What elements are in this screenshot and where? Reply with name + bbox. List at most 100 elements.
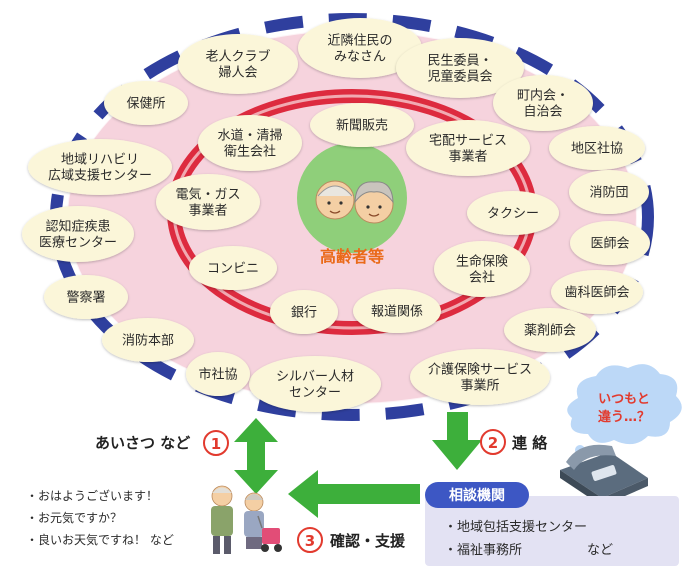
outer-ring-bubble bbox=[186, 352, 250, 396]
inner-ring-bubble bbox=[434, 241, 530, 297]
elderly-walking-icon bbox=[211, 485, 282, 554]
outer-ring-label: 地区社協 bbox=[571, 141, 623, 157]
outer-ring-node: 消防団 bbox=[569, 170, 649, 214]
outer-ring-node: 医師会 bbox=[570, 221, 650, 265]
outer-ring-bubble bbox=[22, 206, 134, 262]
outer-ring-bubble bbox=[569, 170, 649, 214]
speech-line-1: いつもと bbox=[598, 392, 650, 407]
double-arrow-icon bbox=[234, 418, 278, 494]
outer-ring-node: 民生委員・児童委員会 bbox=[396, 38, 524, 98]
outer-ring-label: センター bbox=[289, 386, 341, 401]
step3-number: 3 bbox=[305, 532, 315, 550]
outer-ring-node: 薬剤師会 bbox=[504, 308, 596, 352]
step2-label: 連 絡 bbox=[512, 434, 548, 452]
outer-ring-label: 老人クラブ bbox=[205, 49, 270, 65]
inner-ring-bubble bbox=[310, 103, 414, 147]
inner-ring-label: 新聞販売 bbox=[336, 118, 388, 134]
inner-ring-label: 事業者 bbox=[448, 149, 487, 165]
outer-ring-node: 市社協 bbox=[186, 352, 250, 396]
inner-ring-bubble bbox=[406, 120, 530, 176]
outer-ring-node: 町内会・自治会 bbox=[493, 75, 593, 131]
outer-ring-label: 警察署 bbox=[66, 290, 105, 306]
outer-ring-node: 消防本部 bbox=[102, 318, 194, 362]
inner-ring-label: 電気・ガス bbox=[175, 187, 240, 203]
consultation-title: 相談機関 bbox=[449, 487, 505, 504]
consultation-item-1: ・地域包括支援センター bbox=[444, 520, 587, 535]
inner-ring-bubble bbox=[189, 246, 277, 290]
inner-ring-label: 銀行 bbox=[291, 306, 317, 321]
down-arrow-icon bbox=[432, 412, 482, 470]
inner-ring-label: タクシー bbox=[487, 207, 539, 222]
outer-ring-bubble bbox=[178, 34, 298, 94]
consultation-badge bbox=[425, 482, 529, 508]
outer-ring-bubble bbox=[570, 221, 650, 265]
outer-ring-label: 町内会・ bbox=[517, 88, 569, 104]
inner-ring-node: 銀行 bbox=[270, 290, 338, 334]
outer-ring-label: 医療センター bbox=[39, 236, 117, 251]
greeting-3: ・良いお天気ですね！ など bbox=[26, 532, 174, 547]
outer-ring-label: 介護保険サービス bbox=[428, 362, 532, 378]
inner-ring-bubble bbox=[467, 191, 559, 235]
inner-ring-nodes: 新聞販売宅配サービス事業者タクシー生命保険会社報道関係銀行コンビニ電気・ガス事業… bbox=[156, 103, 559, 334]
step3-label: 確認・支援 bbox=[329, 532, 406, 550]
outer-ring-node: 歯科医師会 bbox=[551, 270, 643, 314]
outer-ring-label: 消防本部 bbox=[122, 333, 174, 349]
inner-ring-label: 衛生会社 bbox=[224, 144, 276, 160]
outer-ring-bubble bbox=[410, 349, 550, 405]
outer-ring-bubble bbox=[396, 38, 524, 98]
outer-ring-label: 市社協 bbox=[198, 367, 237, 383]
step1-number: 1 bbox=[211, 435, 221, 453]
outer-ring-bubble bbox=[249, 356, 381, 412]
outer-ring-bubble bbox=[493, 75, 593, 131]
outer-ring-node: 保健所 bbox=[104, 81, 188, 125]
step1-badge bbox=[203, 430, 229, 456]
outer-ring-label: 民生委員・ bbox=[427, 54, 492, 69]
step3-badge bbox=[297, 527, 323, 553]
outer-ring-label: 医師会 bbox=[590, 237, 629, 252]
outer-ring-label: シルバー人材 bbox=[276, 370, 354, 385]
outer-ring-label: 保健所 bbox=[126, 97, 165, 112]
outer-ring-bubble bbox=[102, 318, 194, 362]
step1-label: あいさつ など bbox=[95, 434, 190, 452]
outer-ring-bubble bbox=[551, 270, 643, 314]
elderly-couple-icon bbox=[315, 180, 394, 224]
outer-ring-label: 婦人会 bbox=[218, 65, 257, 81]
greeting-1: ・おはようございます！ bbox=[26, 488, 158, 503]
inner-ring-label: 会社 bbox=[469, 270, 495, 286]
outer-ring-label: 消防団 bbox=[589, 185, 628, 201]
speech-line-2: 違う…？ bbox=[598, 409, 650, 425]
center-hub: 高齢者等 bbox=[297, 143, 407, 266]
outer-ring-node: 地区社協 bbox=[549, 126, 645, 170]
inner-ring-node: 報道関係 bbox=[353, 289, 441, 333]
greeting-2: ・お元気ですか？ bbox=[26, 510, 122, 525]
inner-ring-bubble bbox=[198, 115, 302, 171]
inner-ring-bubble bbox=[270, 290, 338, 334]
outer-ring-label: 認知症疾患 bbox=[45, 219, 110, 235]
outer-ring-bubble bbox=[298, 18, 422, 78]
inner-ring-label: コンビニ bbox=[207, 262, 259, 277]
outer-ring-bubble bbox=[104, 81, 188, 125]
step2-badge bbox=[480, 429, 506, 455]
outer-ring-bubble bbox=[28, 139, 172, 195]
outer-ring-label: みなさん bbox=[334, 50, 386, 65]
outer-ring-label: 歯科医師会 bbox=[564, 286, 629, 301]
outer-ring-label: 近隣住民の bbox=[327, 33, 392, 49]
inner-ring-node: タクシー bbox=[467, 191, 559, 235]
center-label: 高齢者等 bbox=[320, 247, 384, 266]
inner-ring-node: 新聞販売 bbox=[310, 103, 414, 147]
inner-ring-label: 事業者 bbox=[188, 203, 227, 219]
consultation-item-2: ・福祉事務所 など bbox=[444, 543, 613, 558]
outer-ring-nodes: 近隣住民のみなさん民生委員・児童委員会町内会・自治会地区社協消防団医師会歯科医師… bbox=[22, 18, 650, 412]
outer-ring-bubble bbox=[504, 308, 596, 352]
left-arrow-icon bbox=[288, 470, 420, 518]
